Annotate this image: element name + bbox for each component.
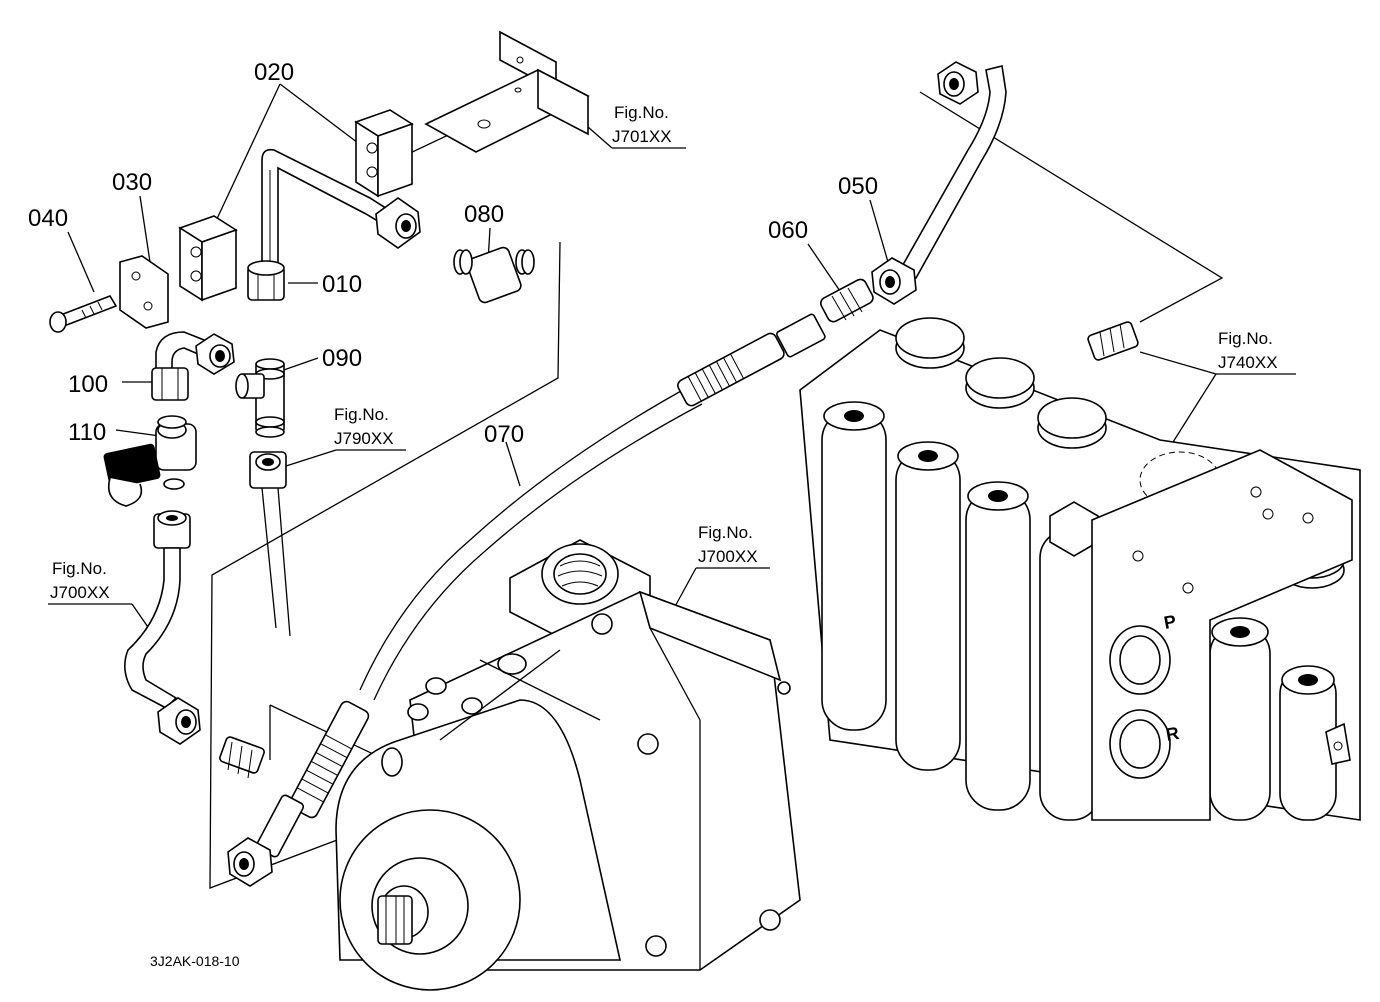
tee-fitting xyxy=(235,358,285,438)
elbow-pipe xyxy=(151,331,235,401)
pipe-assembly xyxy=(247,148,421,301)
bolt xyxy=(49,295,118,333)
port-mark-r: R xyxy=(1164,723,1180,745)
label-030: 030 xyxy=(112,169,152,196)
label-010: 010 xyxy=(322,271,362,298)
label-090: 090 xyxy=(322,345,362,372)
label-100: 100 xyxy=(68,371,108,398)
clamp-block-upper xyxy=(354,109,414,198)
mounting-bracket xyxy=(424,30,590,153)
port-mark-p: P xyxy=(1162,611,1177,633)
fig-ref-j700-left-title: Fig.No. xyxy=(52,559,107,578)
fig-ref-j790-title: Fig.No. xyxy=(334,405,389,424)
label-050: 050 xyxy=(838,173,878,200)
pipe-050 xyxy=(871,61,1007,305)
adapter-060 xyxy=(820,278,874,323)
fig-ref-j700-left-code: J700XX xyxy=(50,583,110,602)
label-060: 060 xyxy=(768,217,808,244)
fig-ref-j700-mid-code: J700XX xyxy=(698,547,758,566)
figure-references: Fig.No. J701XX Fig.No. J790XX Fig.No. J7… xyxy=(50,103,1278,602)
fig-ref-j790-code: J790XX xyxy=(334,429,394,448)
quick-coupler xyxy=(103,415,197,507)
clamp-block-lower xyxy=(178,215,238,302)
fig-ref-j740-title: Fig.No. xyxy=(1218,329,1273,348)
fig-ref-j701-code: J701XX xyxy=(612,127,672,146)
drawing-code: 3J2AK-018-10 xyxy=(150,953,240,969)
label-080: 080 xyxy=(464,201,504,228)
fig-ref-j701-title: Fig.No. xyxy=(614,103,669,122)
fig-ref-j740-code: J740XX xyxy=(1218,353,1278,372)
label-070: 070 xyxy=(484,421,524,448)
hydraulic-pump xyxy=(335,539,801,991)
elbow-fitting xyxy=(453,246,535,304)
control-valve-block xyxy=(799,317,1361,821)
left-tube xyxy=(124,510,265,779)
adapter-j740 xyxy=(1087,321,1139,361)
hydraulic-hose xyxy=(227,313,826,887)
clamp-plate xyxy=(119,255,169,329)
label-040: 040 xyxy=(28,205,68,232)
label-110: 110 xyxy=(68,419,106,446)
lower-pipe xyxy=(249,451,291,637)
label-020: 020 xyxy=(254,59,294,86)
fig-ref-j700-mid-title: Fig.No. xyxy=(698,523,753,542)
part-labels: 020 030 040 010 090 100 110 080 060 050 … xyxy=(28,59,878,448)
